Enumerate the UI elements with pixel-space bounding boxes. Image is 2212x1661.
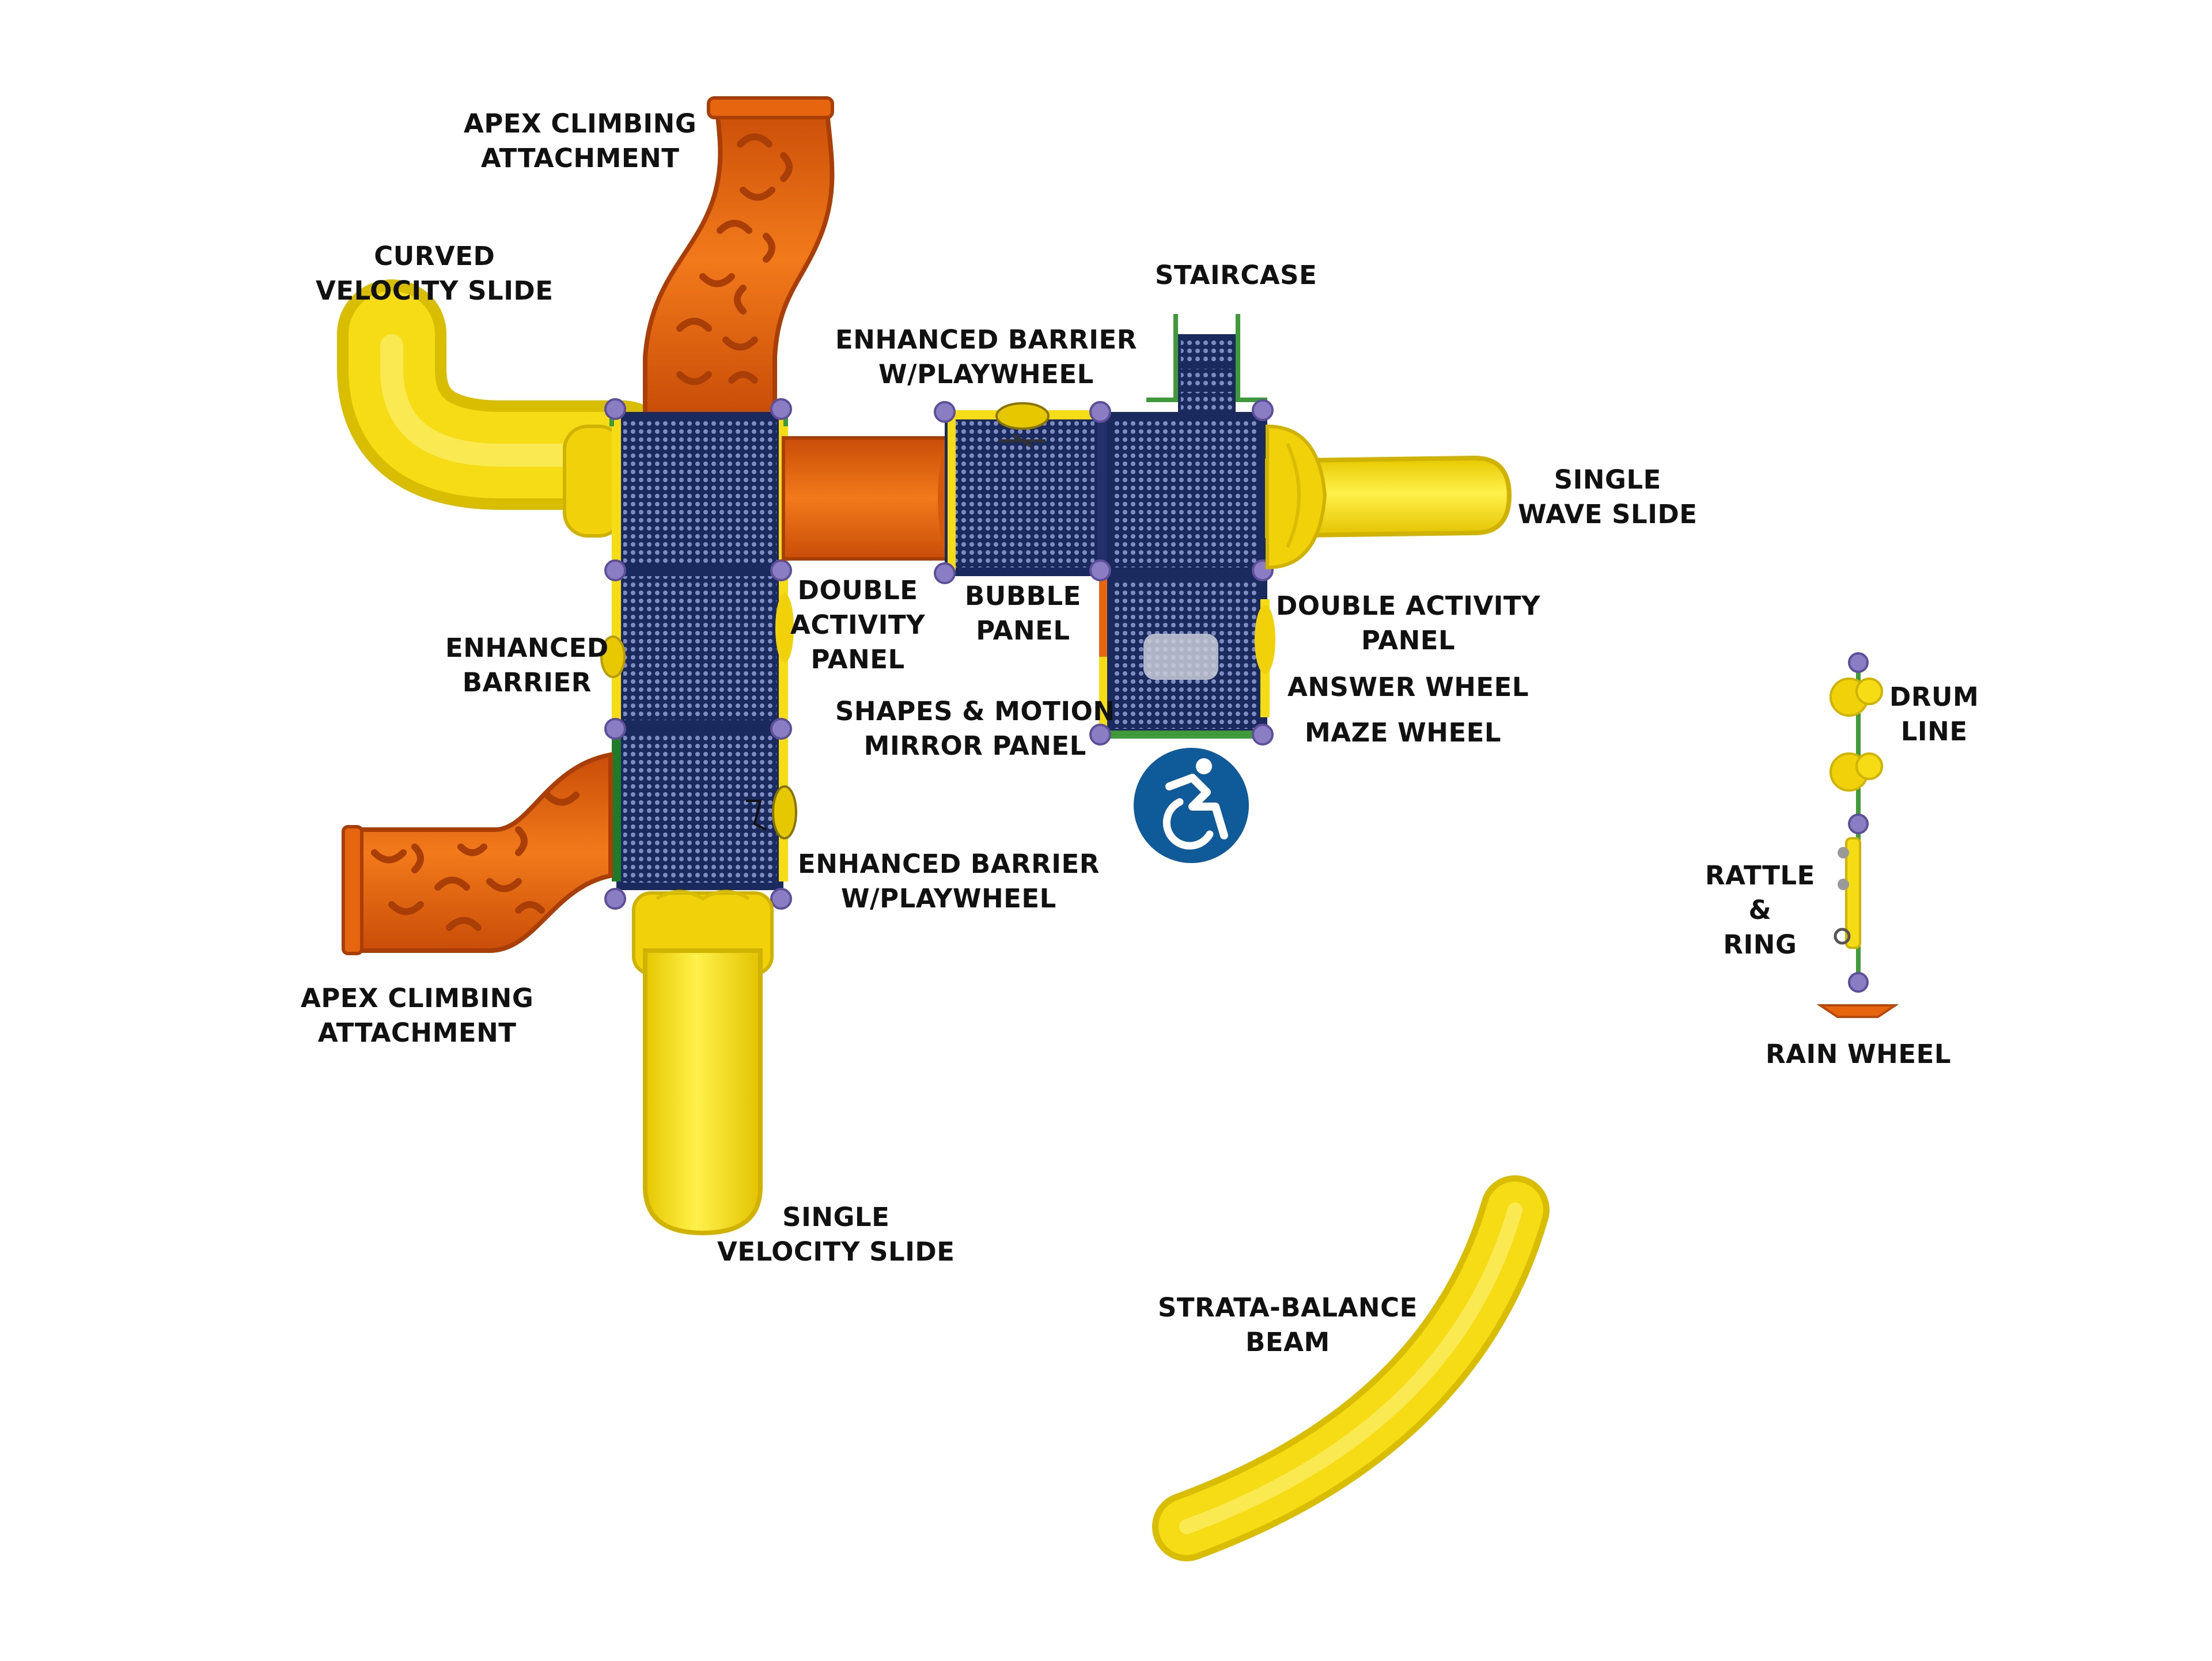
label-shapes-motion-mirror: SHAPES & MOTION MIRROR PANEL xyxy=(835,696,1115,761)
label-enhanced-barrier-playwheel-top: ENHANCED BARRIER W/PLAYWHEEL xyxy=(835,324,1137,389)
label-rattle-ring: RATTLE & RING xyxy=(1705,860,1815,960)
left-tower xyxy=(600,406,797,890)
label-bubble-panel: BUBBLE PANEL xyxy=(965,581,1081,646)
label-double-activity-panel-left: DOUBLE ACTIVITY PANEL xyxy=(790,575,926,675)
label-double-activity-panel-right: DOUBLE ACTIVITY PANEL xyxy=(1276,591,1541,656)
apex-climbing-attachment-bottom xyxy=(342,752,613,955)
label-apex-climbing-top: APEX CLIMBING ATTACHMENT xyxy=(464,108,697,173)
label-staircase: STAIRCASE xyxy=(1155,260,1317,290)
label-apex-climbing-bottom: APEX CLIMBING ATTACHMENT xyxy=(301,983,534,1048)
label-maze-wheel: MAZE WHEEL xyxy=(1305,717,1502,748)
post-caps-middle xyxy=(934,399,1274,746)
post-caps-left xyxy=(604,398,792,910)
label-curved-velocity-slide: CURVED VELOCITY SLIDE xyxy=(316,241,554,306)
apex-climbing-attachment-top xyxy=(643,96,835,417)
single-wave-slide xyxy=(1265,424,1512,570)
wheelchair-accessibility-icon xyxy=(1134,748,1249,863)
label-single-wave-slide: SINGLE WAVE SLIDE xyxy=(1518,464,1698,529)
label-drum-line: DRUM LINE xyxy=(1889,682,1979,747)
ground-level-panels xyxy=(1816,652,1899,1018)
label-enhanced-barrier-playwheel-bottom: ENHANCED BARRIER W/PLAYWHEEL xyxy=(798,849,1100,914)
label-enhanced-barrier: ENHANCED BARRIER xyxy=(445,633,609,698)
label-answer-wheel: ANSWER WHEEL xyxy=(1287,672,1529,702)
label-single-velocity-slide: SINGLE VELOCITY SLIDE xyxy=(717,1202,955,1267)
label-rain-wheel: RAIN WHEEL xyxy=(1766,1039,1951,1069)
middle-tower xyxy=(945,314,1275,739)
curved-velocity-slide xyxy=(337,279,677,538)
orange-tube-bridge xyxy=(782,436,963,561)
strata-balance-beam xyxy=(1152,1175,1550,1561)
single-velocity-slide xyxy=(632,890,774,1236)
label-strata-balance-beam: STRATA-BALANCE BEAM xyxy=(1158,1292,1418,1357)
